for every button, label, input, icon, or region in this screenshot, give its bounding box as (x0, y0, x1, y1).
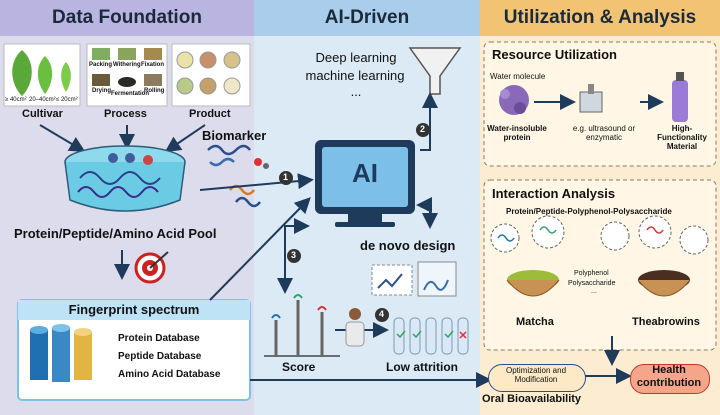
funnel-icon (408, 47, 462, 95)
step-4-label: 4 (379, 309, 385, 319)
insoluble-protein-icon (499, 85, 529, 115)
step-2-label: 2 (420, 124, 426, 134)
de-novo-image (371, 261, 457, 297)
matcha-bowl-icon (506, 270, 560, 297)
theabrowins-bowl-icon (637, 270, 691, 297)
theabrowins-label: Theabrowins (632, 316, 700, 328)
optimization-box (488, 364, 586, 392)
interaction-analysis-title: Interaction Analysis (492, 186, 616, 201)
ml-ellipsis: ... (350, 84, 362, 99)
process-image (86, 43, 168, 107)
step-3-badge (287, 249, 301, 263)
resource-utilization-title: Resource Utilization (492, 47, 617, 62)
target-icon (134, 251, 169, 284)
ai-computer-icon (315, 140, 415, 227)
biomarker-label: Biomarker (202, 128, 267, 143)
de-novo-label: de novo design (360, 238, 456, 253)
step-2-badge (416, 123, 430, 137)
process-step-withering: Withering (113, 62, 141, 68)
step-4-badge (375, 308, 389, 322)
amino-acid-database-label: Amino Acid Database (118, 369, 221, 380)
cultivar-label: Cultivar (22, 108, 63, 120)
insoluble-protein-label: Water-insoluble protein (487, 124, 547, 142)
ultrasound-label: e.g. ultrasound or enzymatic (572, 124, 636, 142)
utilization-header: Utilization & Analysis (480, 0, 720, 36)
ai-driven-header: AI-Driven (254, 0, 480, 36)
score-label: Score (282, 360, 316, 374)
machine-learning-label: machine learning (305, 68, 405, 83)
step-3-label: 3 (291, 250, 297, 260)
score-chart-icon (264, 294, 340, 357)
high-functionality-label: High-Functionality Material (657, 124, 707, 151)
interaction-circles (490, 215, 709, 255)
process-step-fermentation: Fermentation (111, 91, 150, 97)
leaf-size-large: ≥ 40cm² (5, 97, 27, 103)
peptide-database-label: Peptide Database (118, 351, 202, 362)
health-contribution-box (630, 364, 710, 394)
fingerprint-title-bar (18, 300, 250, 320)
low-attrition-label: Low attrition (386, 360, 458, 374)
component-ellipsis: ... (591, 288, 597, 295)
cultivar-image (3, 43, 81, 107)
scientist-icon (345, 308, 365, 347)
polyphenol-label: Polyphenol (574, 270, 609, 277)
material-bottle-icon (672, 72, 688, 122)
polysaccharide-label: Polysaccharide (568, 280, 616, 287)
product-label: Product (189, 108, 231, 120)
process-step-packing: Packing (89, 62, 113, 68)
process-label: Process (104, 108, 147, 120)
process-step-rolling: Rolling (144, 88, 165, 94)
database-icon (30, 324, 92, 382)
ultrasound-device-icon (579, 84, 603, 113)
step-1-badge (279, 171, 293, 185)
matcha-label: Matcha (516, 316, 554, 328)
product-image (171, 43, 251, 107)
step-1-label: 1 (283, 172, 289, 182)
process-step-drying: Drying (92, 88, 112, 94)
interaction-subtitle: Protein/Peptide-Polyphenol-Polysaccharid… (506, 207, 672, 216)
health-contribution-label: Health contribution (636, 364, 702, 389)
fingerprint-title: Fingerprint spectrum (68, 302, 200, 317)
water-molecule-label: Water molecule (490, 72, 546, 81)
test-tubes-icon (393, 317, 469, 355)
data-foundation-header: Data Foundation (0, 0, 254, 36)
optimization-label: Optimization and Modification (505, 366, 567, 384)
pool-label: Protein/Peptide/Amino Acid Pool (14, 226, 217, 241)
process-step-fixation: Fixation (141, 62, 165, 68)
protein-database-label: Protein Database (118, 333, 200, 344)
leaf-size-small: ≤ 20cm² (56, 97, 78, 103)
deep-learning-label: Deep learning (315, 50, 397, 65)
biomarker-molecule (207, 144, 269, 208)
leaf-size-medium: 20–40cm² (29, 97, 56, 103)
oral-bioavailability-label: Oral Bioavailability (482, 393, 582, 405)
protein-pool-illustration (64, 145, 186, 212)
ai-label: AI (352, 158, 378, 188)
